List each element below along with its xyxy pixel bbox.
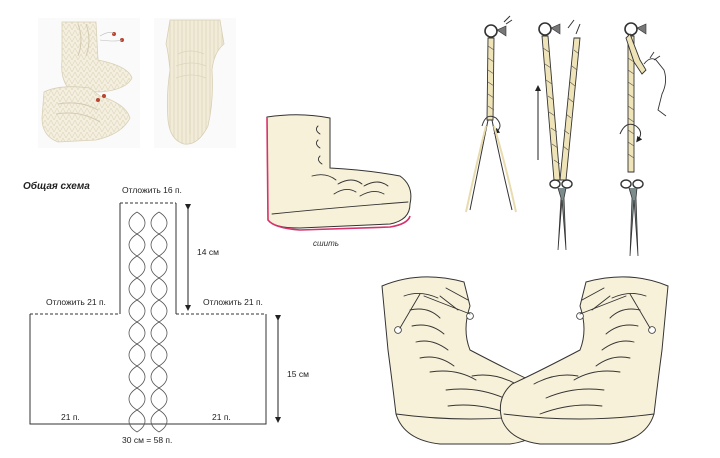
key-ring-icon-3 bbox=[624, 22, 638, 36]
cord-step-2 bbox=[535, 19, 581, 251]
left-bind-off-label: Отложить 21 п. bbox=[46, 297, 106, 307]
cable-link bbox=[150, 299, 168, 323]
cable-link bbox=[128, 211, 146, 235]
cord-step-1 bbox=[465, 15, 517, 213]
cord-steps bbox=[465, 15, 667, 257]
cable-link bbox=[150, 365, 168, 389]
scissors-icon bbox=[549, 179, 573, 251]
boot-side-view bbox=[266, 114, 412, 229]
cable-pattern bbox=[128, 211, 168, 433]
finished-boot-right bbox=[499, 276, 669, 445]
sewing-seam-line bbox=[266, 116, 411, 231]
cable-link bbox=[128, 343, 146, 367]
cable-link bbox=[150, 277, 168, 301]
top-bind-off-label: Отложить 16 п. bbox=[122, 185, 182, 195]
cable-link bbox=[150, 343, 168, 367]
right-count-label: 21 п. bbox=[212, 412, 231, 422]
cable-link bbox=[128, 299, 146, 323]
cable-link bbox=[128, 277, 146, 301]
cable-link bbox=[150, 387, 168, 411]
slipper-front bbox=[41, 86, 131, 143]
cable-link bbox=[150, 255, 168, 279]
scissors-icon-2 bbox=[620, 179, 644, 257]
cable-link bbox=[128, 409, 146, 433]
hand-icon bbox=[643, 51, 667, 117]
key-ring-icon-2 bbox=[538, 22, 552, 36]
cable-link bbox=[128, 321, 146, 345]
right-bind-off-label: Отложить 21 п. bbox=[203, 297, 263, 307]
cable-link bbox=[128, 255, 146, 279]
schema-outline bbox=[29, 203, 267, 425]
sewing-sketch: сшить bbox=[266, 114, 412, 248]
cord-step-3 bbox=[619, 22, 667, 257]
cable-link bbox=[150, 233, 168, 257]
cable-link bbox=[150, 321, 168, 345]
schema-title: Общая схема bbox=[23, 180, 90, 192]
left-count-label: 21 п. bbox=[61, 412, 80, 422]
twisted-cord bbox=[625, 33, 647, 75]
cable-link bbox=[150, 211, 168, 235]
top-height-label: 14 см bbox=[197, 247, 219, 257]
key-ring-icon bbox=[484, 24, 498, 38]
cable-link bbox=[128, 233, 146, 257]
cable-link bbox=[150, 409, 168, 433]
cable-link bbox=[128, 365, 146, 389]
knitting-schema: Общая схема Отложить 16 п. 14 см Отложит… bbox=[23, 180, 309, 445]
sew-label: сшить bbox=[313, 239, 339, 248]
photo-slipper-sole bbox=[154, 18, 236, 148]
cable-link bbox=[128, 387, 146, 411]
photo-slippers-pair bbox=[38, 18, 140, 148]
side-height-label: 15 см bbox=[287, 369, 309, 379]
bottom-width-label: 30 см = 58 п. bbox=[122, 435, 172, 445]
slipper-back bbox=[61, 21, 133, 93]
